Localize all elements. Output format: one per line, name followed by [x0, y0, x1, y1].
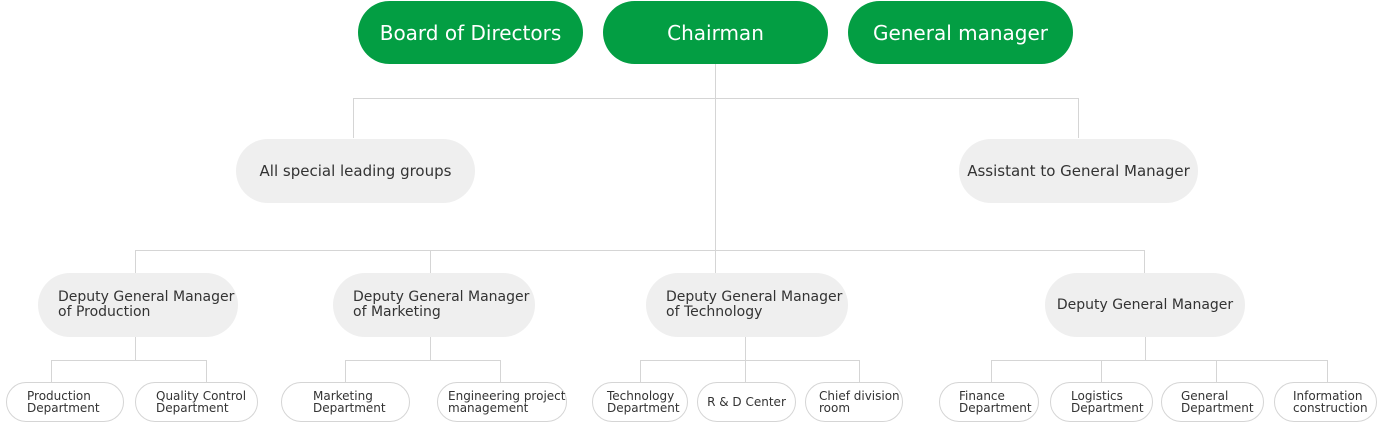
- technology-dept-label: Technology Department: [607, 389, 680, 415]
- dgm-general-label: Deputy General Manager: [1056, 296, 1234, 313]
- production-dept-label: Production Department: [27, 389, 100, 415]
- engineering-mgmt-label: Engineering project management: [448, 389, 566, 415]
- production-dept-node: Production Department: [6, 382, 124, 422]
- dgm-technology-label: Deputy General Manager of Technology: [666, 289, 843, 320]
- finance-dept-label: Finance Department: [959, 389, 1032, 415]
- chairman-label: Chairman: [667, 20, 764, 45]
- general-manager-node: General manager: [848, 1, 1073, 64]
- chief-division-room-node: Chief division room: [805, 382, 903, 422]
- special-leading-groups-label: All special leading groups: [259, 162, 452, 180]
- quality-control-dept-label: Quality Control Department: [156, 389, 247, 415]
- dgm-general-node: Deputy General Manager: [1045, 273, 1245, 337]
- general-dept-label: General Department: [1181, 389, 1254, 415]
- finance-dept-node: Finance Department: [939, 382, 1039, 422]
- board-of-directors-node: Board of Directors: [358, 1, 583, 64]
- dgm-production-label: Deputy General Manager of Production: [58, 289, 235, 320]
- assistant-gm-label: Assistant to General Manager: [967, 162, 1190, 180]
- information-construction-label: Information construction: [1293, 389, 1368, 415]
- chief-division-room-label: Chief division room: [819, 389, 900, 415]
- rnd-center-node: R & D Center: [697, 382, 796, 422]
- dgm-marketing-node: Deputy General Manager of Marketing: [333, 273, 535, 337]
- engineering-mgmt-node: Engineering project management: [437, 382, 567, 422]
- rnd-center-label: R & D Center: [707, 395, 786, 409]
- logistics-dept-label: Logistics Department: [1071, 389, 1144, 415]
- board-of-directors-label: Board of Directors: [379, 20, 562, 45]
- quality-control-dept-node: Quality Control Department: [135, 382, 258, 422]
- information-construction-node: Information construction: [1274, 382, 1377, 422]
- technology-dept-node: Technology Department: [592, 382, 688, 422]
- marketing-dept-node: Marketing Department: [281, 382, 410, 422]
- assistant-gm-node: Assistant to General Manager: [959, 139, 1198, 203]
- dgm-production-node: Deputy General Manager of Production: [38, 273, 238, 337]
- general-dept-node: General Department: [1161, 382, 1264, 422]
- special-leading-groups-node: All special leading groups: [236, 139, 475, 203]
- logistics-dept-node: Logistics Department: [1050, 382, 1153, 422]
- marketing-dept-label: Marketing Department: [313, 389, 386, 415]
- dgm-technology-node: Deputy General Manager of Technology: [646, 273, 848, 337]
- chairman-node: Chairman: [603, 1, 828, 64]
- general-manager-label: General manager: [872, 20, 1049, 45]
- dgm-marketing-label: Deputy General Manager of Marketing: [353, 289, 530, 320]
